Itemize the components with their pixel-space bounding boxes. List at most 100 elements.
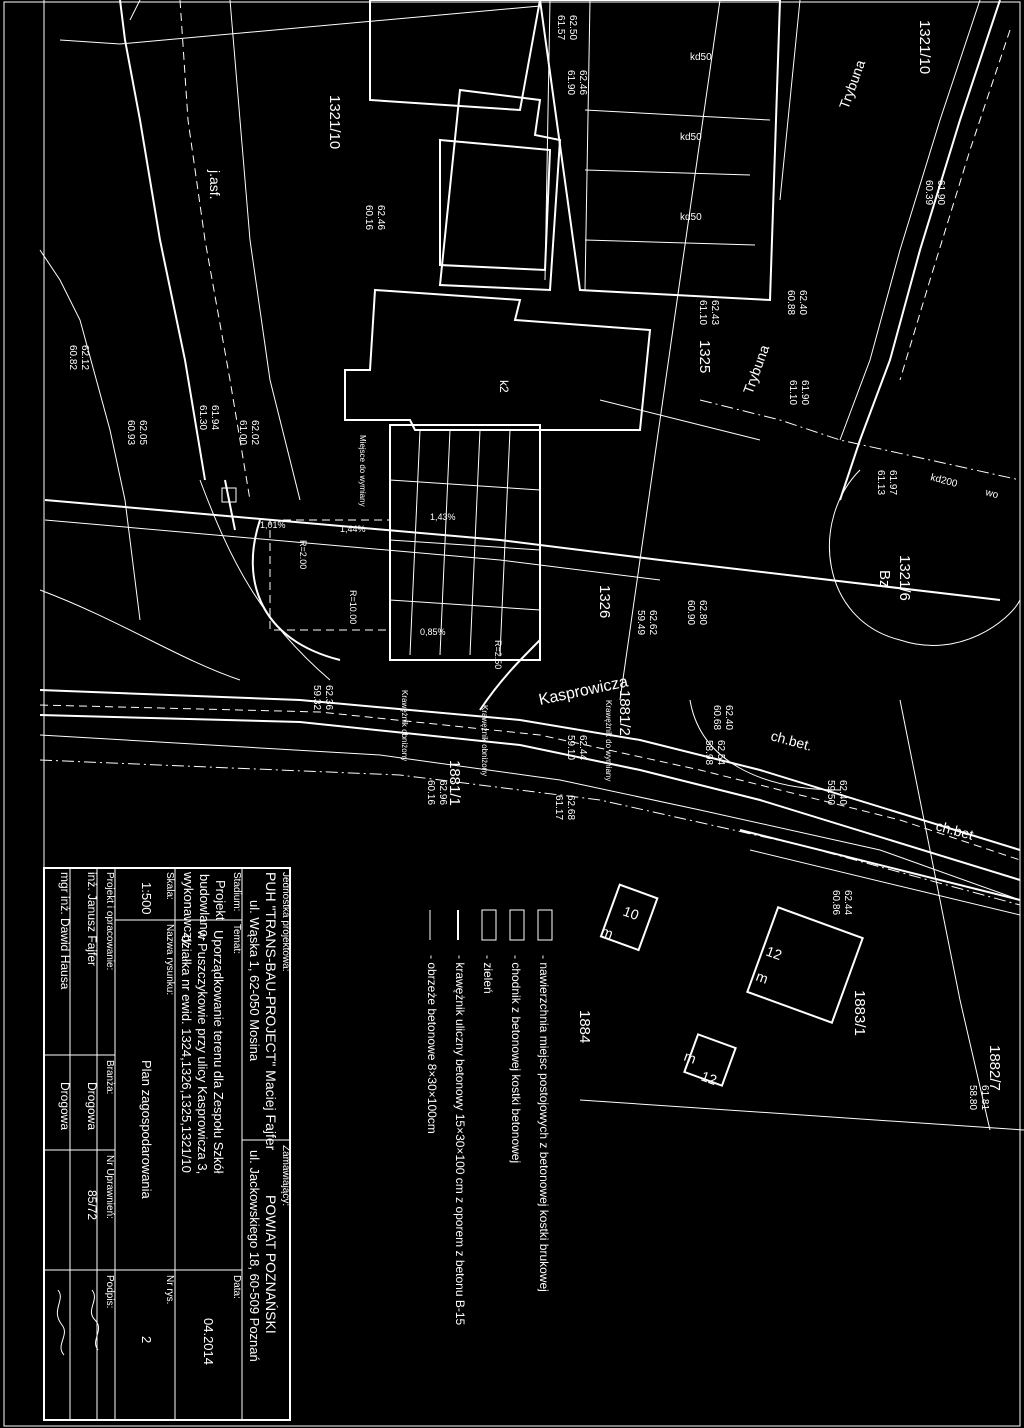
author-branch: Drogowa [58, 1082, 72, 1130]
legend-item-green: - zieleń [481, 955, 495, 994]
radius-label: R=2.50 [493, 640, 503, 669]
parcel-label: 1881/2 [616, 690, 633, 736]
elevation-value: 60.16 [425, 780, 436, 805]
right-area-linework [579, 0, 1024, 1131]
topic-line: w Puszczykowie przy ulicy Kasprowicza 3, [195, 929, 210, 1174]
elevation-value: 60.86 [830, 890, 841, 915]
elevation-value: 60.16 [363, 205, 374, 230]
author-name: inż. Janusz Fajfer [85, 872, 99, 966]
signature-mark [56, 1289, 65, 1356]
elevation-value: 61.81 [979, 1085, 990, 1110]
elevation-value: 58.80 [967, 1085, 978, 1110]
branch-label: Branża: [104, 1060, 115, 1094]
stage-value: wykonawczy [181, 871, 196, 945]
radius-label: R=2.00 [298, 540, 308, 569]
elevation-value: 60.93 [125, 420, 136, 445]
elevation-value: 62.40 [797, 290, 808, 315]
elevation-value: 61.00 [237, 420, 248, 445]
curb-label: Krawężnik obniżony [400, 690, 409, 761]
parking-detail [221, 424, 541, 711]
date-label: Data: [231, 1275, 242, 1299]
left-boundaries [39, 0, 1001, 681]
elevation-value: 59.10 [565, 735, 576, 760]
author-branch: Drogowa [85, 1082, 99, 1130]
parcel-label: 1325 [696, 340, 713, 373]
parcel-label: 1321/6 [896, 555, 913, 601]
spot-elevations: 62.50 61.57 62.46 61.90 62.12 60.82 62.4… [67, 15, 990, 1110]
replace-label: Miejsce do wymiany [358, 435, 367, 507]
elevation-value: 61.90 [565, 70, 576, 95]
elevation-value: 62.50 [567, 15, 578, 40]
slope-label: 0,85% [420, 627, 446, 637]
street-linework [39, 689, 1021, 916]
elevation-value: 59.49 [635, 610, 646, 635]
stage-value: Projekt [213, 880, 228, 921]
elevation-value: 62.68 [565, 795, 576, 820]
area-label: Bz [876, 570, 893, 588]
elevation-value: 62.62 [647, 610, 658, 635]
elevation-value: 61.10 [787, 380, 798, 405]
elevation-value: 62.40 [837, 780, 848, 805]
legend-item-sidewalk: - chodnik z betonowej kostki betonowej [509, 955, 523, 1163]
trybuna-label: Trybuna [740, 343, 772, 396]
elevation-value: 62.43 [709, 300, 720, 325]
topic-label: Temat: [231, 924, 242, 954]
elevation-value: 60.39 [923, 180, 934, 205]
curb-label: Krawężnik do wymiany [604, 700, 613, 781]
elevation-value: 60.90 [685, 600, 696, 625]
elevation-value: 61.13 [875, 470, 886, 495]
radius-label: R=10.00 [348, 590, 358, 624]
author-license: 85/72 [85, 1190, 99, 1220]
surface-label: j.asf. [207, 169, 223, 200]
curb-label: Krawężnik obniżony [480, 705, 489, 776]
parcel-label: 1326 [596, 585, 613, 618]
signature-label: Podpis: [104, 1275, 115, 1308]
date-value: 04.2014 [201, 1318, 216, 1365]
k2-label: k2 [497, 380, 511, 393]
trybuna-label: Trybuna [836, 58, 868, 111]
drawing-no-label: Nr rys. [164, 1275, 175, 1304]
author-name: mgr inż. Dawid Hausa [58, 872, 72, 990]
utility-label: kd50 [680, 212, 702, 223]
drawing-outer-frame [3, 1, 1021, 1427]
topic-line: Uporządkowanie terenu dla Zespołu Szkół [211, 930, 226, 1174]
elevation-value: 60.88 [785, 290, 796, 315]
elevation-value: 62.12 [79, 345, 90, 370]
elevation-value: 62.36 [323, 685, 334, 710]
parcel-label: 1881/1 [446, 760, 463, 806]
authors-label: Projekt i opracowanie: [104, 872, 115, 970]
stage-value: budowlano- [197, 874, 212, 941]
elevation-value: 59.50 [825, 780, 836, 805]
legend-swatch-green [481, 909, 497, 941]
elevation-value: 62.44 [577, 735, 588, 760]
buildings [344, 0, 864, 1087]
utility-label: kd50 [690, 52, 712, 63]
building-material: m [599, 923, 615, 942]
building-number: 10 [621, 903, 641, 923]
stage-label: Stadium: [231, 872, 242, 911]
chbet-label: ch.bet [934, 817, 975, 842]
plan-labels: 1321/10 1321/10 1325 1326 1321/6 Bz 1881… [207, 20, 1003, 1091]
scale-label: Skala: [164, 872, 175, 900]
elevation-value: 60.82 [67, 345, 78, 370]
elevation-value: 61.94 [209, 405, 220, 430]
designer-address: ul. Wąska 1, 62-050 Mosina [247, 900, 262, 1062]
utility-label: wo [983, 487, 1000, 501]
license-label: Nr Uprawnień: [104, 1155, 115, 1219]
elevation-value: 61.90 [799, 380, 810, 405]
utility-label: kd50 [680, 132, 702, 143]
title-block: Jednostka projektowa: PUH "TRANS-BAU-PRO… [43, 867, 291, 1421]
utility-label: kd200 [929, 472, 959, 490]
elevation-value: 61.90 [935, 180, 946, 205]
elevation-value: 61.57 [555, 15, 566, 40]
elevation-value: 61.97 [887, 470, 898, 495]
elevation-value: 61.17 [553, 795, 564, 820]
building-material: m [754, 968, 770, 987]
elevation-value: 61.10 [697, 300, 708, 325]
chbet-label: ch.bet. [769, 727, 814, 753]
legend-swatch-sidewalk [509, 909, 525, 941]
signature-mark [90, 1289, 100, 1351]
slope-label: 1,44% [340, 524, 366, 534]
client-name: POWIAT POZNAŃSKI [263, 1195, 279, 1334]
